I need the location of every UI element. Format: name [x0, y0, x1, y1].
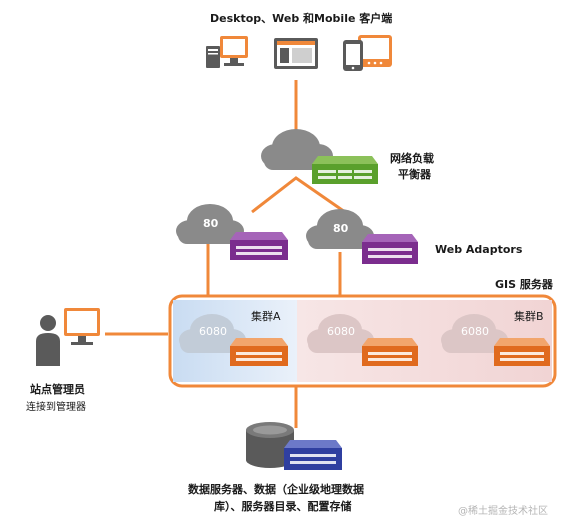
storage-label-line1: 数据服务器、数据（企业级地理数据 — [188, 483, 364, 496]
database-icon — [246, 422, 294, 468]
cluster-a-label: 集群A — [251, 310, 281, 323]
cluster-a-server-icon — [230, 338, 288, 366]
load-balancer-label-line2: 平衡器 — [398, 168, 431, 181]
browser-window-icon — [274, 38, 318, 69]
cluster-a-port: 6080 — [199, 325, 227, 338]
cluster-a-cloud-icon — [179, 314, 246, 353]
clients-label: Desktop、Web 和Mobile 客户端 — [210, 12, 393, 25]
admin-monitor-icon — [64, 308, 100, 345]
storage-label-line2: 库）、服务器目录、配置存储 — [214, 500, 352, 513]
load-balancer-cloud-icon — [261, 129, 333, 170]
admin-subtitle-label: 连接到管理器 — [26, 402, 86, 413]
cluster-b-cloud-icon-1 — [307, 314, 374, 353]
person-icon — [36, 315, 60, 366]
cluster-b-server-icon-1 — [362, 338, 418, 366]
web-adaptor-right-port: 80 — [333, 222, 349, 235]
admin-title-label: 站点管理员 — [30, 383, 85, 396]
web-adaptor-right-server-icon — [362, 234, 418, 264]
line-lb-to-adaptors — [251, 176, 346, 214]
web-adaptors-label: Web Adaptors — [435, 243, 523, 256]
data-server-icon — [284, 440, 342, 470]
cluster-b-server-icon-2 — [494, 338, 550, 366]
load-balancer-server-icon — [312, 156, 378, 184]
cluster-b-port-1: 6080 — [327, 325, 355, 338]
load-balancer-label-line1: 网络负载 — [390, 152, 434, 165]
connector-lines — [105, 80, 346, 428]
web-adaptor-left-server-icon — [230, 232, 288, 260]
cluster-b-label: 集群B — [514, 310, 544, 323]
web-adaptor-right-cloud-icon — [306, 209, 374, 249]
tablet-mobile-icon — [343, 35, 392, 71]
cluster-b-port-2: 6080 — [461, 325, 489, 338]
cluster-b-cloud-icon-2 — [441, 314, 508, 353]
watermark: @稀土掘金技术社区 — [458, 506, 548, 517]
web-adaptor-left-port: 80 — [203, 217, 219, 230]
desktop-computer-icon — [206, 36, 248, 68]
gis-server-label: GIS 服务器 — [495, 278, 553, 291]
